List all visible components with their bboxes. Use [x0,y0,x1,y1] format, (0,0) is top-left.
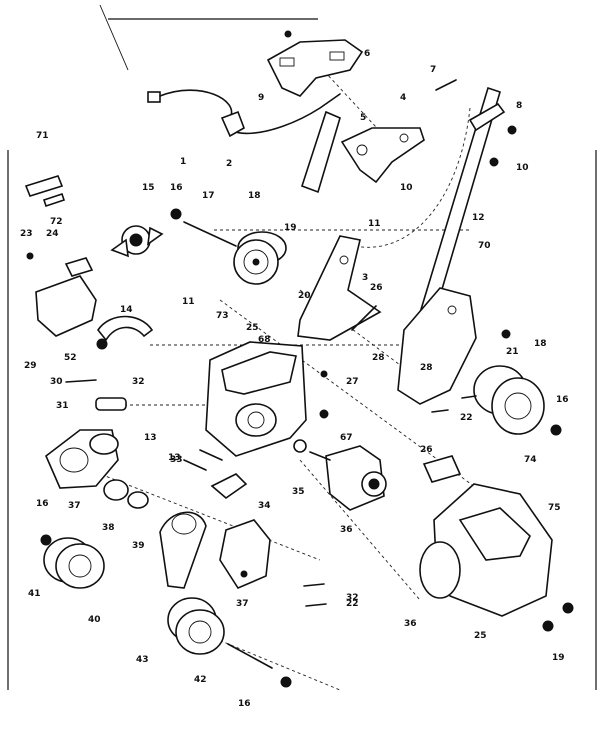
callout-label: 32 [132,377,145,387]
callout-label: 2 [226,159,232,169]
armature [293,439,387,511]
wheel-right [473,365,562,436]
motor-housing [205,341,329,457]
callout-label: 13 [144,433,157,443]
callout-label: 22 [346,599,359,609]
wheel-left [43,537,105,589]
pedal-linkage [297,235,382,378]
gearbox-cover [419,483,574,632]
callout-label: 11 [368,219,381,229]
callout-label: 37 [236,599,249,609]
callout-label: 17 [202,191,215,201]
callout-label: 20 [298,291,311,301]
callout-label: 13 [168,453,181,463]
callout-label: 37 [68,501,81,511]
wheel-bottom [167,597,292,688]
switch-bracket [301,110,425,194]
wheel-top [233,231,287,285]
callout-label: 15 [142,183,155,193]
callout-label: 24 [46,229,59,239]
callout-label: 19 [552,653,565,663]
callout-label: 16 [556,395,569,405]
lever-arm [159,511,207,589]
gear-housing [45,429,119,489]
callout-label: 19 [284,223,297,233]
cover-plate [26,252,97,337]
callout-label: 25 [474,631,487,641]
callout-label: 72 [50,217,63,227]
callout-label: 41 [28,589,41,599]
belt-guard [96,315,154,350]
callout-label: 4 [400,93,406,103]
callout-label: 16 [238,699,251,709]
callout-label: 36 [404,619,417,629]
end-cap [219,519,271,590]
callout-label: 40 [88,615,101,625]
callout-label: 35 [292,487,305,497]
callout-label: 32 [346,593,359,603]
fan [110,225,164,258]
top-bracket [266,30,364,97]
callout-label: 73 [216,311,229,321]
callout-label: 31 [56,401,69,411]
callout-label: 74 [524,455,537,465]
motor-bracket [183,449,248,500]
callout-label: 22 [460,413,473,423]
callout-label: 11 [182,297,195,307]
cord-assembly [147,89,341,138]
callout-label: 21 [506,347,519,357]
callout-label: 9 [258,93,264,103]
callout-label: 42 [194,675,207,685]
callout-label: 26 [370,283,383,293]
callout-label: 16 [36,499,49,509]
callout-label: 43 [136,655,149,665]
callout-label: 75 [548,503,561,513]
callout-labels: 1 2 3 4 5 6 7 8 9 10 10 11 11 12 13 13 1… [20,49,569,709]
handle-tube [414,79,517,331]
callout-label: 27 [346,377,359,387]
callout-label: 5 [360,113,366,123]
pulleys [40,479,149,546]
callout-label: 25 [246,323,259,333]
callout-label: 30 [50,377,63,387]
callout-label: 14 [120,305,133,315]
callout-label: 33 [170,455,183,465]
bottom-screws [303,583,327,607]
callout-label: 67 [340,433,353,443]
callout-label: 52 [64,353,77,363]
callout-label: 3 [362,273,368,283]
callout-label: 7 [430,65,436,75]
callout-label: 28 [420,363,433,373]
right-frame [397,287,511,405]
callout-label: 39 [132,541,145,551]
callout-label: 8 [516,101,522,111]
callout-label: 71 [36,131,49,141]
callout-label: 70 [478,241,491,251]
callout-label: 10 [400,183,413,193]
callout-label: 18 [248,191,261,201]
frame-lines [7,4,597,690]
label-plates [24,175,66,208]
callout-label: 16 [170,183,183,193]
callout-label: 34 [258,501,271,511]
callout-label: 6 [364,49,370,59]
callout-label: 1 [180,157,186,167]
callout-label: 10 [516,163,529,173]
left-pins [65,379,127,411]
callout-label: 12 [472,213,485,223]
right-screws [422,395,477,483]
callout-label: 29 [24,361,37,371]
callout-label: 18 [534,339,547,349]
callout-label: 68 [258,335,271,345]
callout-label: 23 [20,229,33,239]
shaft-17 [170,208,237,247]
callout-label: 36 [340,525,353,535]
callout-label: 28 [372,353,385,363]
callout-label: 26 [420,445,433,455]
callout-label: 38 [102,523,115,533]
